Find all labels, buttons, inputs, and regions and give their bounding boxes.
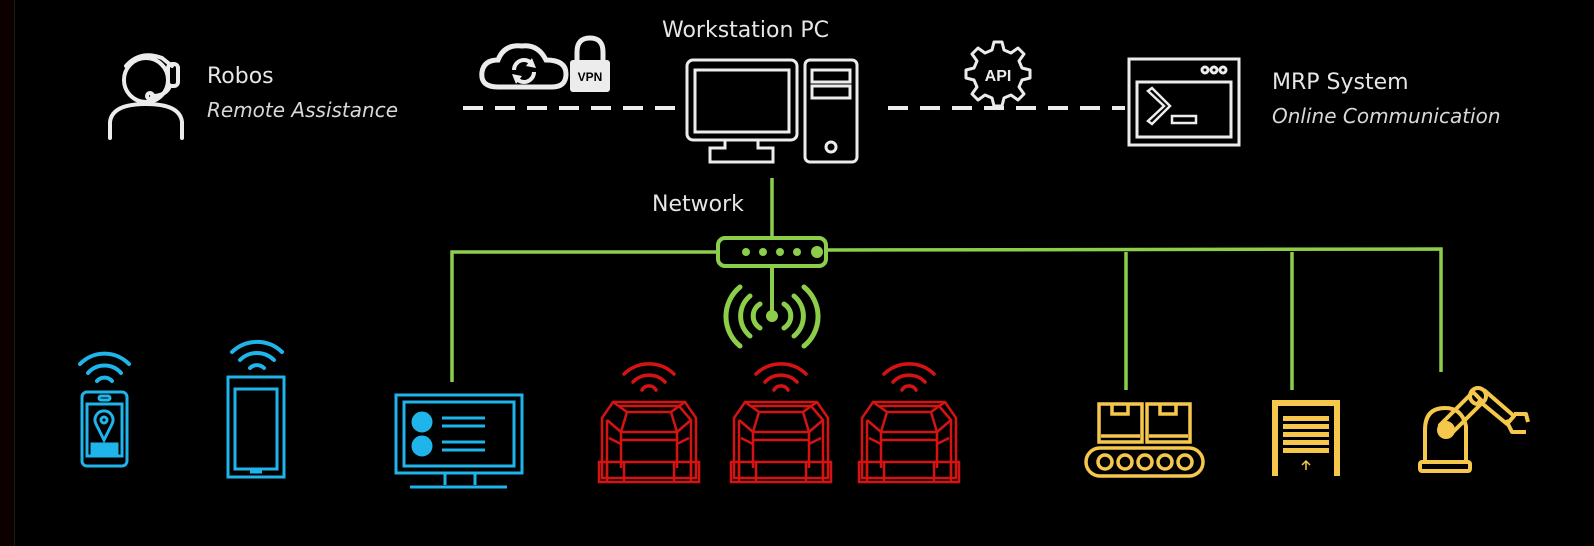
robotic-arm-icon [1418, 386, 1530, 473]
phone-location-wifi-icon [78, 351, 131, 468]
router-wifi-icon [716, 236, 828, 349]
workstation-title: Workstation PC [662, 18, 830, 43]
cloud-sync-icon [479, 43, 569, 90]
vpn-label: VPN [578, 70, 603, 84]
tablet-wifi-icon [226, 339, 286, 479]
remote-subtitle: Remote Assistance [207, 98, 398, 122]
mrp-title: MRP System [1272, 70, 1409, 95]
mrp-subtitle: Online Communication [1272, 104, 1501, 128]
agv-robot-3 [857, 362, 961, 484]
api-label: API [985, 68, 1012, 85]
support-agent-headset-icon [108, 53, 184, 140]
network-bus [450, 178, 1443, 390]
conveyor-boxes-icon [1084, 402, 1205, 478]
api-gear-icon: API [964, 40, 1032, 108]
terminal-window-icon [1127, 57, 1241, 147]
network-title: Network [652, 192, 744, 217]
garage-door-icon [1272, 400, 1340, 476]
agv-robot-2 [729, 362, 833, 484]
remote-title: Robos [207, 64, 274, 89]
vpn-lock-icon: VPN [570, 35, 610, 92]
desktop-computer-icon [685, 58, 859, 164]
agv-robot-1 [597, 362, 701, 484]
left-border-strip [0, 0, 15, 546]
monitor-dashboard-icon [394, 393, 524, 489]
